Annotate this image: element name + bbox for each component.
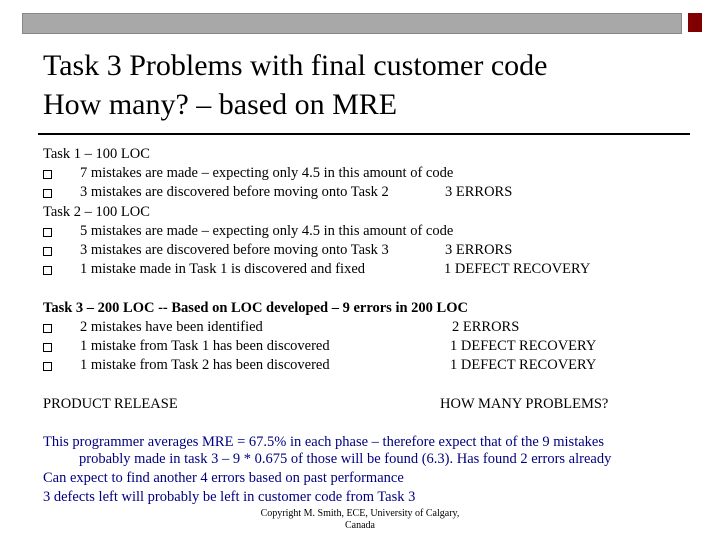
task3-item-1: 2 mistakes have been identified xyxy=(80,319,263,335)
analysis-line-1: This programmer averages MRE = 67.5% in … xyxy=(43,434,604,450)
task2-item-1: 5 mistakes are made – expecting only 4.5… xyxy=(80,223,454,239)
task1-heading: Task 1 – 100 LOC xyxy=(43,146,150,162)
task2-item-2-result: 3 ERRORS xyxy=(445,242,513,258)
analysis-line-3: Can expect to find another 4 errors base… xyxy=(43,470,404,486)
task3-item-3: 1 mistake from Task 2 has been discovere… xyxy=(80,357,330,373)
corner-decorative-square xyxy=(688,13,702,32)
bullet-icon xyxy=(43,247,52,256)
task1-item-1: 7 mistakes are made – expecting only 4.5… xyxy=(80,165,454,181)
task1-item-2-result: 3 ERRORS xyxy=(445,184,513,200)
how-many-problems-label: HOW MANY PROBLEMS? xyxy=(440,396,609,412)
task2-item-3-result: 1 DEFECT RECOVERY xyxy=(444,261,591,277)
bullet-icon xyxy=(43,189,52,198)
bullet-icon xyxy=(43,228,52,237)
bullet-icon xyxy=(43,362,52,371)
title-line-2: How many? – based on MRE xyxy=(43,88,398,121)
bullet-icon xyxy=(43,324,52,333)
footer-line-2: Canada xyxy=(345,520,375,531)
bullet-icon xyxy=(43,343,52,352)
top-decorative-bar xyxy=(22,13,682,34)
title-line-1: Task 3 Problems with final customer code xyxy=(43,49,548,82)
footer-copyright: Copyright M. Smith, ECE, University of C… xyxy=(230,508,490,532)
task3-item-2-result: 1 DEFECT RECOVERY xyxy=(450,338,597,354)
analysis-line-4: 3 defects left will probably be left in … xyxy=(43,489,416,505)
task3-item-3-result: 1 DEFECT RECOVERY xyxy=(450,357,597,373)
task3-heading: Task 3 – 200 LOC -- Based on LOC develop… xyxy=(43,300,468,316)
bullet-icon xyxy=(43,170,52,179)
task3-item-2: 1 mistake from Task 1 has been discovere… xyxy=(80,338,330,354)
task3-item-1-result: 2 ERRORS xyxy=(452,319,520,335)
task2-item-3: 1 mistake made in Task 1 is discovered a… xyxy=(80,261,366,277)
title-divider xyxy=(38,133,690,135)
bullet-icon xyxy=(43,266,52,275)
product-release-label: PRODUCT RELEASE xyxy=(43,396,178,412)
task1-item-2: 3 mistakes are discovered before moving … xyxy=(80,184,389,200)
slide-title: Task 3 Problems with final customer code… xyxy=(43,46,683,124)
analysis-line-2: probably made in task 3 – 9 * 0.675 of t… xyxy=(79,451,612,467)
task2-heading: Task 2 – 100 LOC xyxy=(43,204,150,220)
footer-line-1: Copyright M. Smith, ECE, University of C… xyxy=(260,508,460,519)
task2-item-2: 3 mistakes are discovered before moving … xyxy=(80,242,389,258)
